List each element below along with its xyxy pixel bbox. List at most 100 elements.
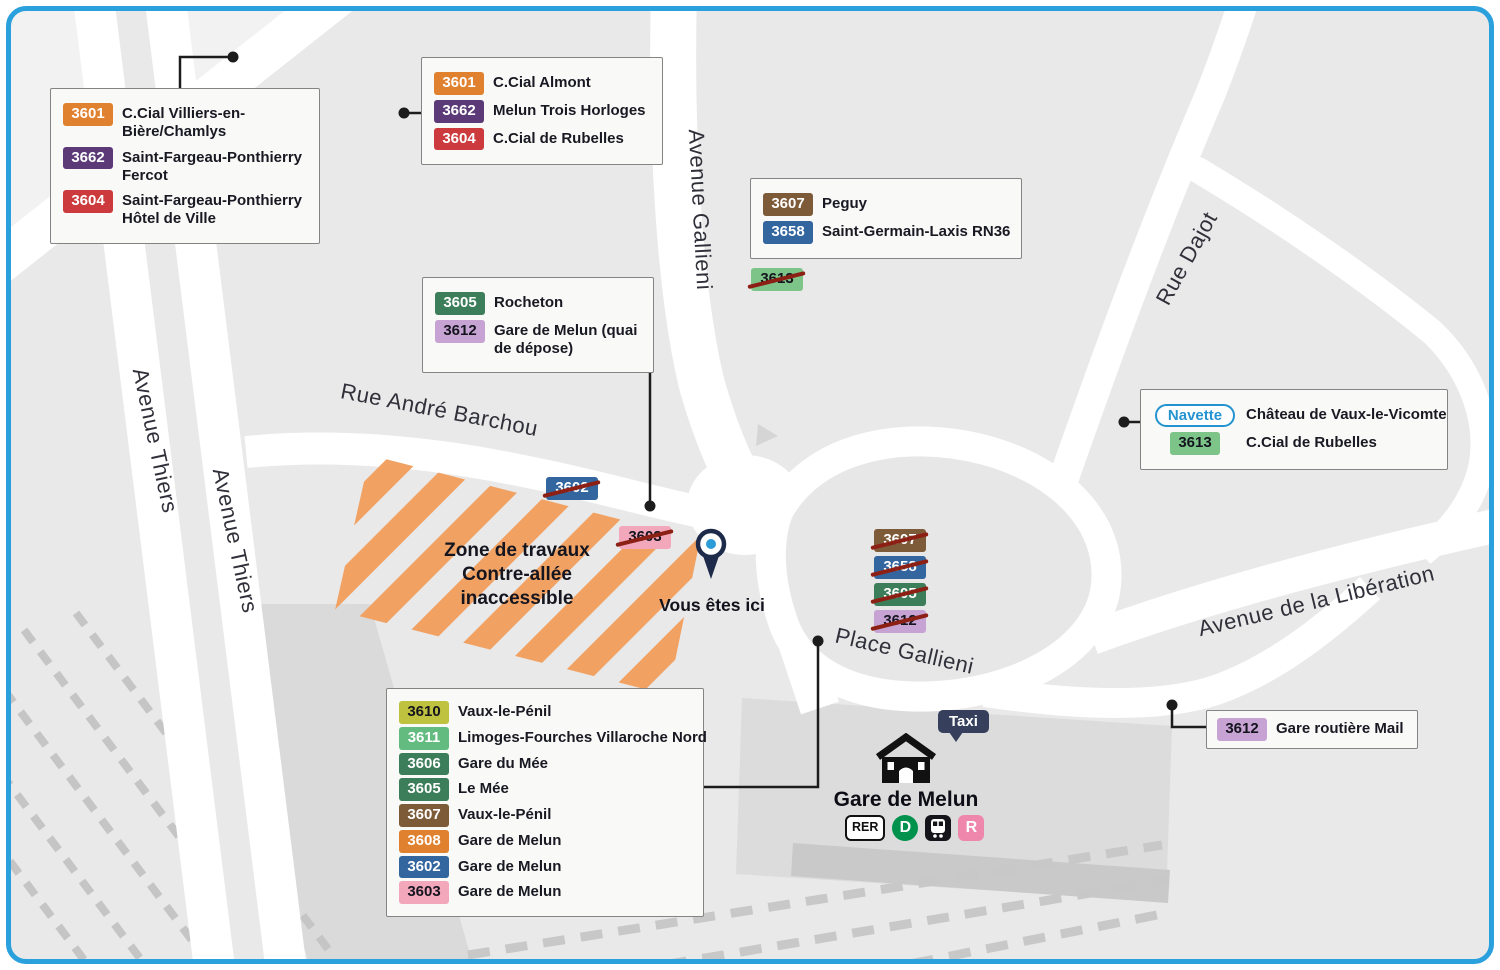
closed-stop-badge-3607: 3607 xyxy=(874,529,926,552)
route-destination: Peguy xyxy=(822,195,868,212)
route-row: 3607 Vaux-le-Pénil xyxy=(399,804,691,827)
route-destination: Melun Trois Horloges xyxy=(493,101,646,119)
you-are-here-label: Vous êtes ici xyxy=(659,595,765,615)
route-destination: C.Cial de Rubelles xyxy=(1246,434,1377,451)
route-destination: Vaux-le-Pénil xyxy=(458,703,552,720)
route-row: 3604 C.Cial de Rubelles xyxy=(434,127,650,151)
route-row: 3605 Rocheton xyxy=(435,292,641,315)
route-destination: Château de Vaux-le-Vicomte xyxy=(1246,406,1447,423)
route-row: 3612 Gare routière Mail xyxy=(1217,718,1407,741)
route-row: 3662 Melun Trois Horloges xyxy=(434,99,650,123)
callout-rocheton: 3605 Rocheton 3612 Gare de Melun (quai d… xyxy=(422,277,654,374)
road-east-hook xyxy=(1413,322,1489,564)
route-destination: Gare de Melun xyxy=(458,883,562,901)
stop-dot xyxy=(398,107,410,119)
route-row: 3607 Peguy xyxy=(763,193,1009,216)
road-gare-routiere-access xyxy=(982,576,1381,718)
closed-stop-badge-3658: 3658 xyxy=(874,556,926,579)
route-badge-3613: 3613 xyxy=(1170,432,1220,455)
route-badge-3602: 3602 xyxy=(399,855,449,879)
road-avenue-gallieni xyxy=(650,11,763,498)
road-rue-dajot xyxy=(1037,11,1257,517)
route-badge-3603: 3603 xyxy=(399,881,449,904)
stop-dots xyxy=(227,51,1178,711)
route-row: 3605 Le Mée xyxy=(399,778,691,801)
transit-mode-icons: RER D R xyxy=(845,815,985,841)
stop-dot xyxy=(1166,699,1178,711)
route-row: 3662 Saint-Fargeau-Ponthierry Fercot xyxy=(63,146,307,186)
route-badge-3662: 3662 xyxy=(434,99,484,123)
route-badge-3601: 3601 xyxy=(434,72,484,95)
leader-lines xyxy=(178,55,1206,789)
station-platforms xyxy=(791,843,1170,903)
map-world: Avenue Thiers Avenue Thiers Rue André Ba… xyxy=(11,11,1489,959)
route-destination: Vaux-le-Pénil xyxy=(458,806,552,823)
route-row: 3608 Gare de Melun xyxy=(399,829,691,853)
route-row: 3601 C.Cial Almont xyxy=(434,72,650,95)
stop-dot xyxy=(227,51,239,63)
route-destination: Rocheton xyxy=(494,294,564,311)
route-badge-3611: 3611 xyxy=(399,726,449,750)
route-row: 3603 Gare de Melun xyxy=(399,881,691,904)
route-destination: Gare routière Mail xyxy=(1276,720,1404,737)
route-badge-3604: 3604 xyxy=(63,190,113,213)
closed-stop-badge-3612: 3612 xyxy=(874,610,926,633)
route-destination: Limoges-Fourches Villaroche Nord xyxy=(458,728,707,746)
route-row: 3610 Vaux-le-Pénil xyxy=(399,701,691,724)
callout-almont: 3601 C.Cial Almont 3662 Melun Trois Horl… xyxy=(421,57,663,166)
callout-mail: 3612 Gare routière Mail xyxy=(1206,710,1418,749)
callout-peguy: 3607 Peguy 3658 Saint-Germain-Laxis RN36 xyxy=(750,178,1022,259)
you-are-here-pin-icon xyxy=(695,528,727,579)
route-badge-3610: 3610 xyxy=(399,701,449,724)
route-destination: Gare de Melun xyxy=(458,857,562,875)
station-name: Gare de Melun xyxy=(833,788,979,811)
place-gallieni-loop xyxy=(755,426,1122,712)
route-destination: C.Cial Villiers-en-Bière/Chamlys xyxy=(122,105,246,141)
route-destination: Saint-Fargeau-Ponthierry Fercot xyxy=(122,148,303,184)
stop-dot xyxy=(1118,416,1130,428)
junction-island xyxy=(756,424,778,446)
zone-line-3: inaccessible xyxy=(460,588,574,609)
route-row: 3612 Gare de Melun (quai de dépose) xyxy=(435,319,641,359)
taxi-badge: Taxi xyxy=(938,710,989,742)
route-badge-3612: 3612 xyxy=(1217,718,1267,741)
line-r-badge: R xyxy=(958,815,985,841)
map-clip: Avenue Thiers Avenue Thiers Rue André Ba… xyxy=(11,11,1489,959)
callout-navette: Navette Château de Vaux-le-Vicomte 3613 … xyxy=(1140,389,1448,470)
route-row: 3606 Gare du Mée xyxy=(399,752,691,776)
route-badge-3605: 3605 xyxy=(435,292,485,315)
callout-villiers: 3601 C.Cial Villiers-en-Bière/Chamlys 36… xyxy=(50,88,320,244)
route-destination: Gare du Mée xyxy=(458,754,549,772)
rer-badge: RER xyxy=(845,815,886,841)
construction-zone-label: Zone de travaux Contre-allée inaccessibl… xyxy=(398,539,636,611)
stop-dot xyxy=(644,500,656,512)
route-badge-3601: 3601 xyxy=(63,103,113,126)
callout-gare-sud: 3610 Vaux-le-Pénil 3611 Limoges-Fourches… xyxy=(386,688,707,917)
closed-stop-badge-3603: 3603 xyxy=(619,526,671,549)
closed-stop-badge-3613: 3613 xyxy=(751,268,803,291)
navette-badge: Navette xyxy=(1154,404,1236,427)
route-badge-3604: 3604 xyxy=(434,127,484,151)
route-badge-3607: 3607 xyxy=(399,804,449,827)
route-badge-3605: 3605 xyxy=(399,778,449,801)
route-destination: Saint-Fargeau-Ponthierry Hôtel de Ville xyxy=(122,192,303,228)
route-badge-3662: 3662 xyxy=(63,146,113,170)
road-dajot-branch xyxy=(1185,157,1445,345)
route-destination: Saint-Germain-Laxis RN36 xyxy=(822,222,1011,240)
route-row: 3601 C.Cial Villiers-en-Bière/Chamlys xyxy=(63,103,307,142)
route-row: 3613 C.Cial de Rubelles xyxy=(1153,432,1435,455)
route-row: 3604 Saint-Fargeau-Ponthierry Hôtel de V… xyxy=(63,190,307,229)
route-row: 3602 Gare de Melun xyxy=(399,855,691,879)
badge-column: 3613 xyxy=(1153,432,1237,455)
route-row: 3611 Limoges-Fourches Villaroche Nord xyxy=(399,726,707,750)
railway-tracks-south xyxy=(467,840,1173,959)
route-badge-3612: 3612 xyxy=(435,319,485,343)
stop-dot xyxy=(812,635,824,647)
route-destination: C.Cial de Rubelles xyxy=(493,129,624,147)
route-badge-3658: 3658 xyxy=(763,220,813,244)
closed-stop-badge-3602: 3602 xyxy=(546,477,598,500)
station-building-icon xyxy=(875,733,937,783)
route-badge-3608: 3608 xyxy=(399,829,449,853)
route-destination: C.Cial Almont xyxy=(493,74,591,91)
